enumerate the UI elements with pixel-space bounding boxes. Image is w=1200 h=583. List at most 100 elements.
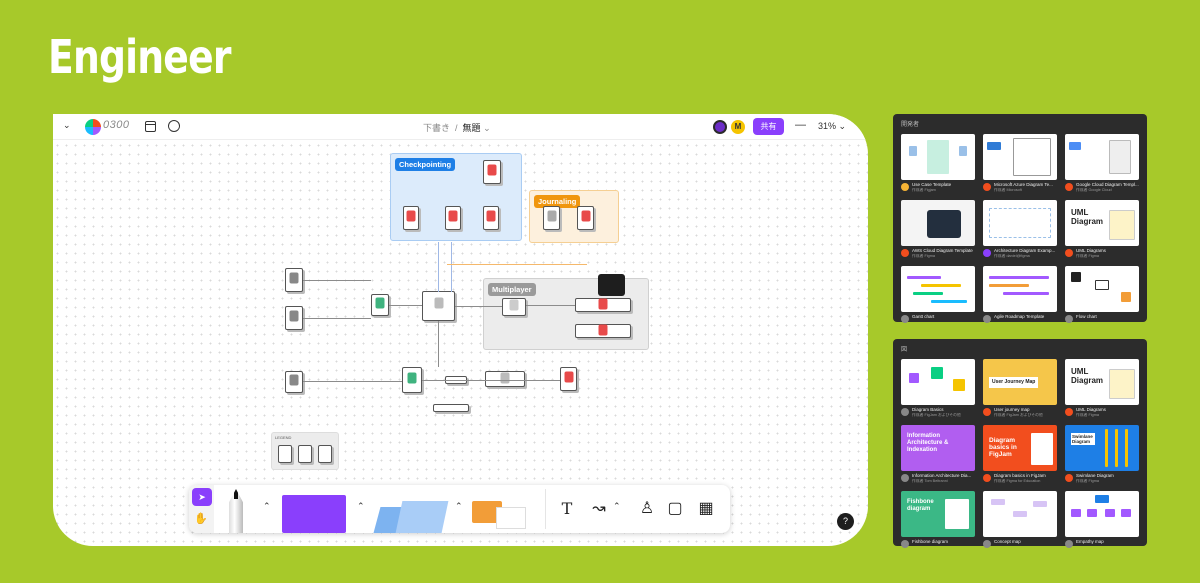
diagram-node[interactable]	[575, 298, 631, 312]
diagram-node[interactable]	[422, 291, 455, 321]
template-thumbnail: Information Architecture & Indexation	[901, 425, 975, 471]
diagram-node[interactable]	[285, 268, 303, 292]
group-label: Journaling	[534, 195, 581, 208]
diagram-node[interactable]	[502, 298, 526, 316]
timer[interactable]: 0300	[103, 119, 130, 131]
comment-icon[interactable]	[168, 120, 180, 132]
breadcrumb: 下書き/無題 ⌄	[423, 123, 491, 133]
diagram-node[interactable]	[433, 404, 469, 412]
template-author: 作成者 Figma	[1076, 413, 1099, 417]
template-thumbnail	[983, 491, 1057, 537]
zoom-out-icon[interactable]: —	[795, 119, 806, 131]
template-thumbnail	[1065, 266, 1139, 312]
template-card[interactable]: Google Cloud Diagram Templ...作成者 Google …	[1065, 134, 1139, 194]
top-bar: ⌄ 0300 下書き/無題 ⌄ M 共有 — 31% ⌄	[53, 114, 868, 140]
diagram-node[interactable]	[483, 160, 501, 184]
avatar[interactable]: M	[731, 120, 745, 134]
legend[interactable]: LEGEND	[271, 432, 339, 470]
section-icon[interactable]: ▢	[667, 500, 683, 517]
sticky-note-tool[interactable]	[282, 495, 346, 533]
diagram-node[interactable]	[575, 324, 631, 338]
template-name: Architecture Diagram Examp...	[994, 248, 1056, 253]
help-button[interactable]: ?	[837, 513, 854, 530]
diagram-node[interactable]	[371, 294, 389, 316]
chevron-up-icon[interactable]: ⌃	[613, 501, 621, 511]
template-card[interactable]: Agile Roadmap Template	[983, 266, 1057, 326]
template-name: Agile Roadmap Template	[994, 314, 1045, 319]
template-card[interactable]: Fishbone diagram Fishbone diagram	[901, 491, 975, 551]
popover[interactable]	[598, 274, 625, 296]
template-name: Empathy map	[1076, 539, 1104, 544]
diagram-node[interactable]	[577, 206, 594, 230]
connector-tool-icon[interactable]: ↝	[592, 500, 606, 517]
figjam-window: ⌄ 0300 下書き/無題 ⌄ M 共有 — 31% ⌄ Checkpointi…	[53, 114, 868, 546]
template-card[interactable]: Architecture Diagram Examp...作成者 daniel@…	[983, 200, 1057, 260]
connector	[389, 305, 422, 306]
file-name[interactable]: 無題	[462, 123, 481, 133]
text-tool-icon[interactable]: T	[561, 499, 573, 518]
pen-tool[interactable]	[229, 489, 243, 533]
diagram-node[interactable]	[543, 206, 560, 230]
connector	[438, 321, 439, 367]
diagram-node[interactable]	[483, 206, 499, 230]
template-author: 作成者 Figjam	[912, 188, 936, 192]
template-thumbnail: UML Diagram	[1065, 359, 1139, 405]
connector	[451, 242, 452, 292]
template-card[interactable]: Gantt chart	[901, 266, 975, 326]
template-thumbnail	[901, 359, 975, 405]
share-button[interactable]: 共有	[753, 118, 784, 135]
diagram-node[interactable]	[402, 367, 422, 393]
chevron-up-icon[interactable]: ⌃	[357, 501, 365, 511]
diagram-node[interactable]	[285, 371, 303, 393]
connector	[455, 306, 502, 307]
diagram-node[interactable]	[485, 371, 525, 387]
template-author: 作成者 Microsoft	[994, 188, 1022, 192]
template-author: 作成者 daniel@figma	[994, 254, 1030, 258]
chevron-up-icon[interactable]: ⌃	[455, 501, 463, 511]
template-name: Gantt chart	[912, 314, 935, 319]
template-card[interactable]: Concept map	[983, 491, 1057, 551]
panel-title: 開発者	[901, 122, 920, 128]
shapes-tool[interactable]	[369, 501, 449, 533]
templates-tool[interactable]	[472, 501, 530, 529]
diagram-node[interactable]	[445, 206, 461, 230]
chevron-down-icon[interactable]: ⌄	[483, 123, 491, 133]
diagram-node[interactable]	[403, 206, 419, 230]
layout-icon[interactable]	[145, 121, 156, 132]
divider	[545, 489, 546, 529]
template-card[interactable]: Diagram basics in FigJam Diagram basics …	[983, 425, 1057, 485]
template-name: Microsoft Azure Diagram Te...	[994, 182, 1053, 187]
table-icon[interactable]: ▦	[698, 500, 714, 517]
template-author: 作成者 Tom Beltranni	[912, 479, 948, 483]
thumbnail-title: Swimlane Diagram	[1071, 433, 1095, 445]
template-card[interactable]: Flow chart	[1065, 266, 1139, 326]
diagram-node[interactable]	[560, 367, 577, 391]
template-name: UML Diagrams	[1076, 407, 1106, 412]
template-thumbnail	[983, 134, 1057, 180]
zoom-level[interactable]: 31% ⌄	[818, 121, 847, 131]
chevron-up-icon[interactable]: ⌃	[263, 501, 271, 511]
connector	[526, 305, 575, 306]
breadcrumb-parent[interactable]: 下書き	[423, 123, 451, 133]
avatar[interactable]	[713, 120, 727, 134]
chevron-down-icon[interactable]: ⌄	[63, 120, 71, 130]
diagram-node[interactable]	[285, 306, 303, 330]
template-card[interactable]: Empathy map	[1065, 491, 1139, 551]
stamp-icon[interactable]: ♙	[639, 500, 655, 517]
figjam-logo-icon[interactable]	[85, 119, 101, 135]
template-thumbnail	[1065, 491, 1139, 537]
cursor-icon[interactable]: ➤	[192, 488, 212, 506]
template-card[interactable]: Microsoft Azure Diagram Te...作成者 Microso…	[983, 134, 1057, 194]
hand-icon[interactable]: ✋	[194, 513, 208, 525]
template-author: 作成者 Google Cloud	[1076, 188, 1112, 192]
template-card[interactable]: Information Architecture & Indexation In…	[901, 425, 975, 485]
